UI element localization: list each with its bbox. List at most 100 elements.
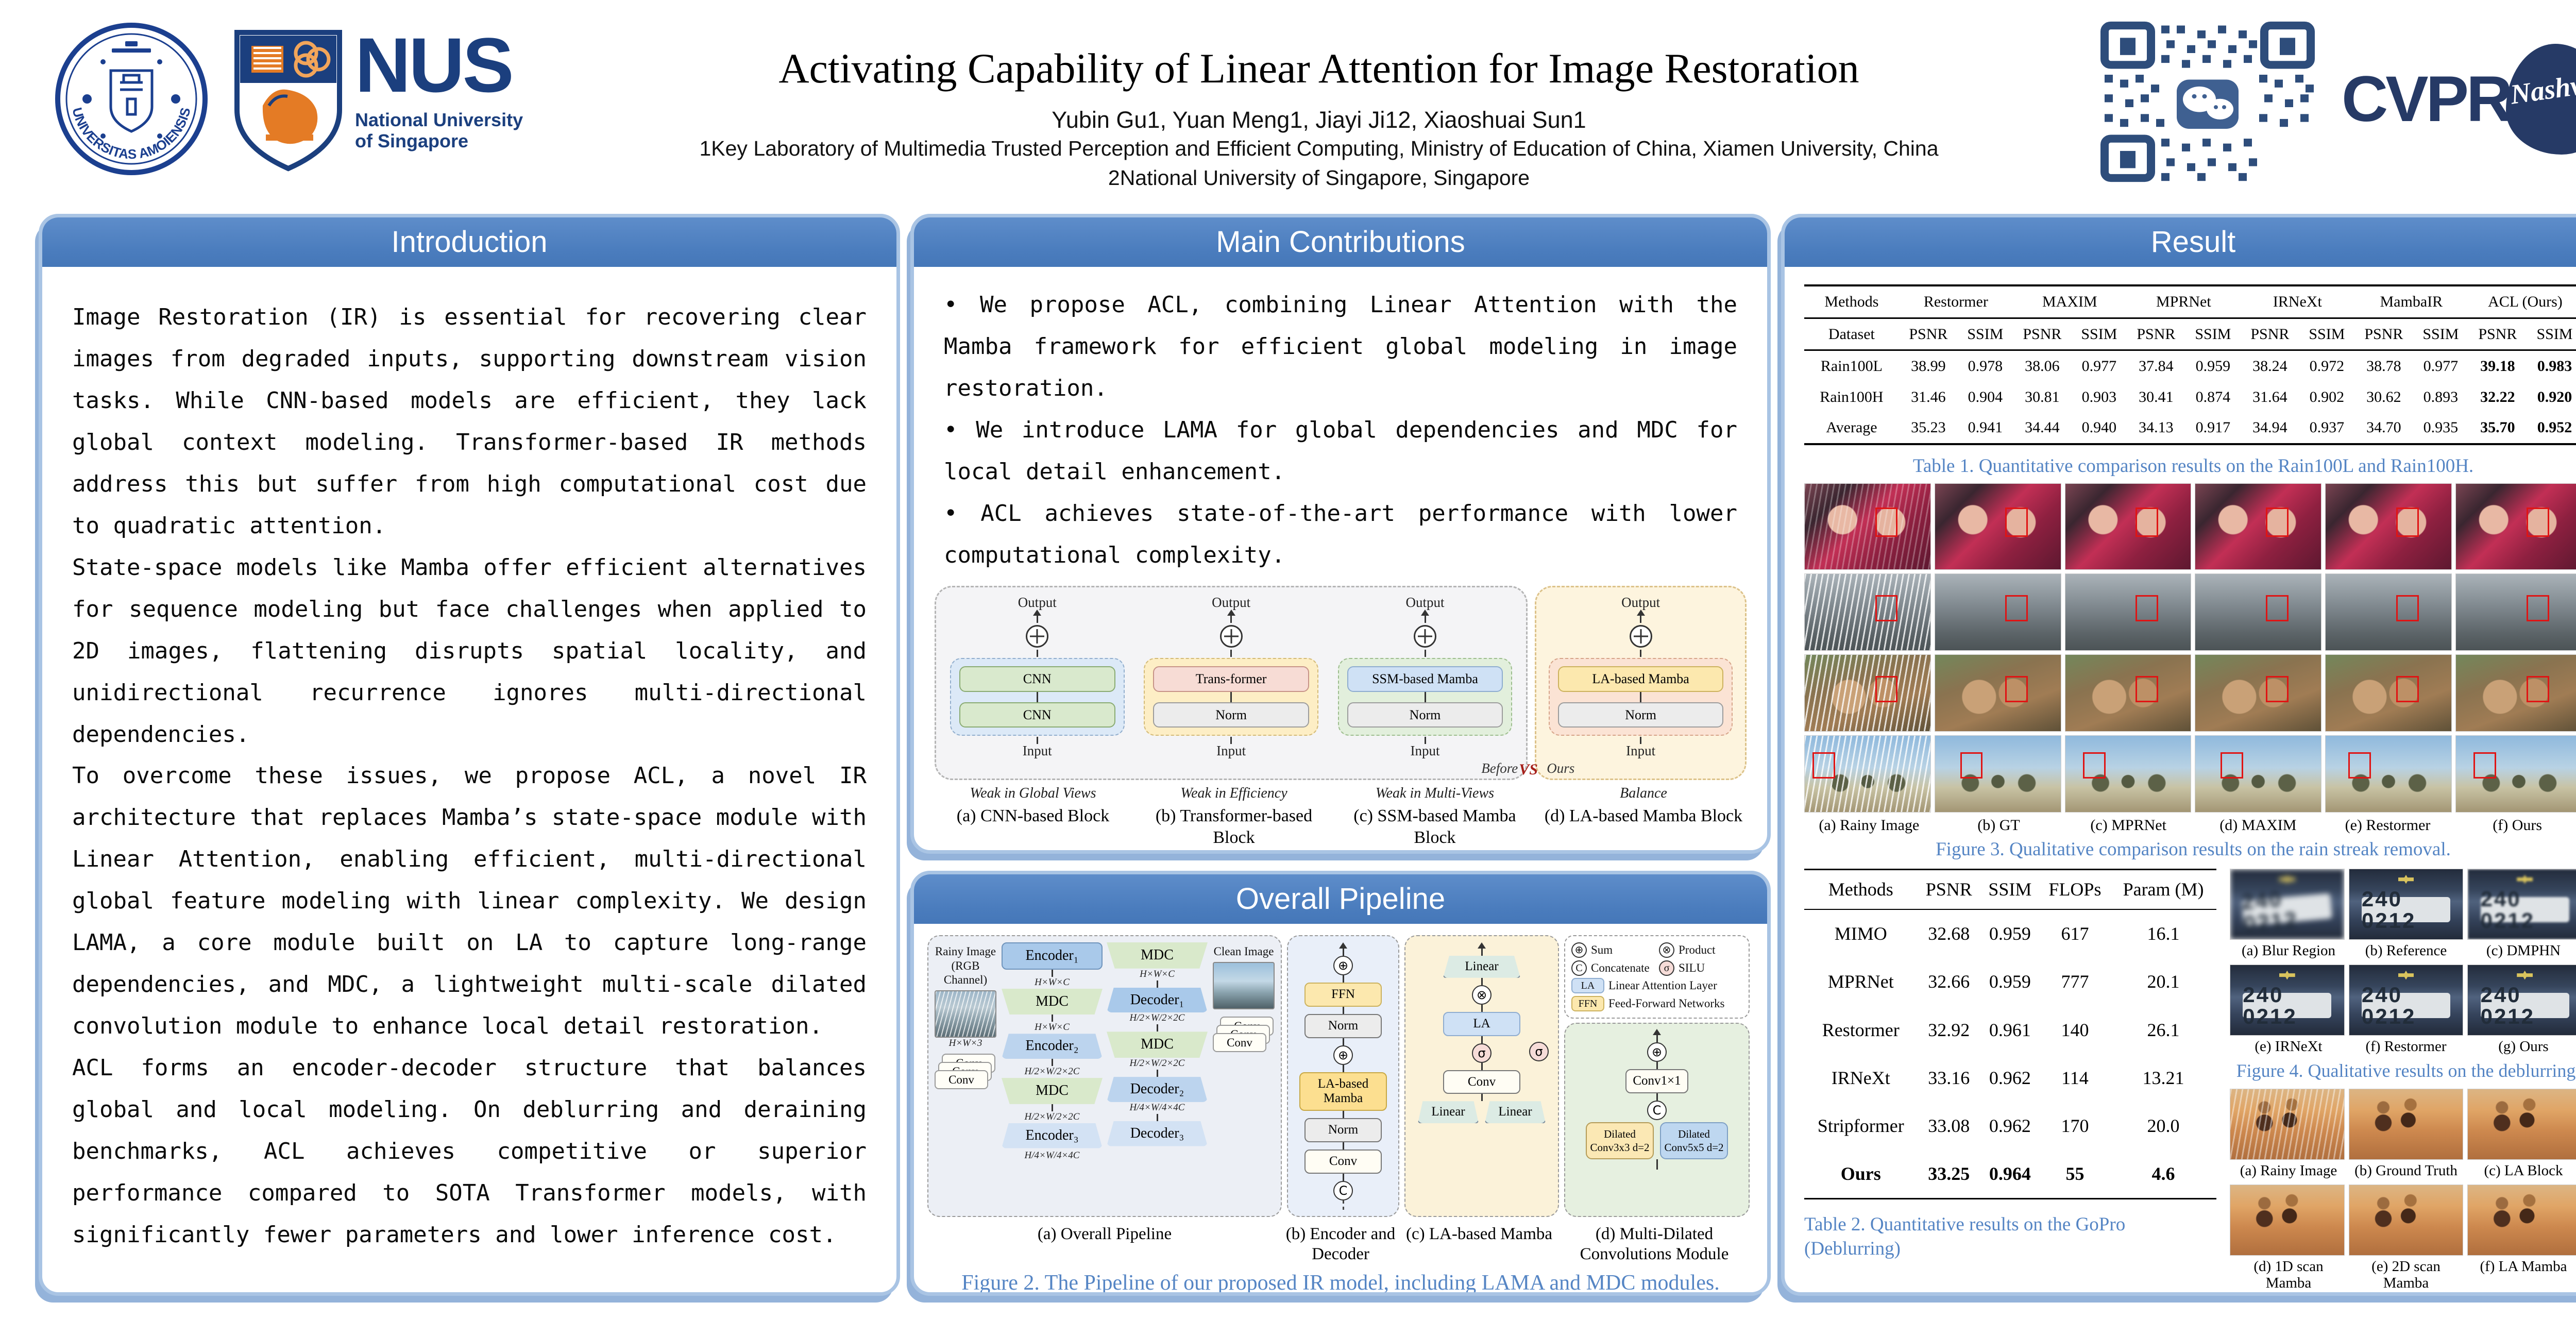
figure5-image <box>2230 1089 2345 1160</box>
license-plate: 240 0212 <box>2243 984 2332 1027</box>
norm-box: Norm <box>1304 1013 1382 1038</box>
dim-label: H/2×W/2×2C <box>1129 1058 1185 1069</box>
license-plate: 240 0212 <box>2480 984 2569 1027</box>
figure1-cnn-block: Output CNN CNN Input <box>950 595 1125 758</box>
figure4-image: 240 0212 <box>2467 964 2576 1036</box>
figure3-image <box>1804 654 1931 732</box>
table-header-cell: MPRNet <box>2126 285 2241 319</box>
decoder1-box: Decoder₁ <box>1107 987 1208 1013</box>
table-row: Methods PSNR SSIM FLOPs Param (M) <box>1804 869 2216 910</box>
table-header-cell: FLOPs <box>2039 869 2111 910</box>
figure3-image <box>2325 735 2452 813</box>
figure4-label: (e) IRNeXt <box>2255 1038 2323 1055</box>
table-header-cell: PSNR <box>2012 318 2072 351</box>
table-header-cell: Methods <box>1804 285 1899 319</box>
legend-silu: SILU <box>1679 961 1705 974</box>
figure3-image <box>1934 735 2061 813</box>
table-cell: 0.941 <box>1968 419 2003 436</box>
encoder3-box: Encoder₃ <box>1002 1123 1103 1148</box>
conv-box: Conv <box>1304 1149 1382 1174</box>
table-cell: 777 <box>2061 971 2089 992</box>
introduction-header: Introduction <box>42 217 896 267</box>
table-header-cell: PSNR <box>2126 318 2185 351</box>
table-cell: 34.94 <box>2252 419 2287 436</box>
figure-5: (a) Rainy Image (b) Ground Truth (c) LA … <box>2230 1089 2576 1292</box>
rainy-image-sublabel: (RGB Channel) <box>943 959 988 987</box>
highlight-box <box>2526 676 2549 702</box>
norm-box: Norm <box>1304 1118 1382 1142</box>
contribution-bullet-1: • We propose ACL, combining Linear Atten… <box>944 292 1737 401</box>
contribution-bullet-2: • We introduce LAMA for global dependenc… <box>944 416 1737 485</box>
table-header-cell: PSNR <box>2468 318 2527 351</box>
table-cell: 20.0 <box>2147 1115 2180 1136</box>
highlight-box <box>2082 752 2106 779</box>
sum-icon: ⊕ <box>1333 956 1353 975</box>
dilated-conv3x3-box: Dilated Conv3x3 d=2 <box>1586 1122 1654 1160</box>
figure3-label: (d) MAXIM <box>2219 816 2297 834</box>
figure2c-caption: (c) LA-based Mamba <box>1405 1224 1553 1243</box>
panel-introduction: Introduction Image Restoration (IR) is e… <box>39 214 900 1296</box>
figure3-image <box>2455 654 2576 732</box>
table-cell: 0.920 <box>2537 388 2572 405</box>
table-cell: 0.959 <box>2195 358 2231 375</box>
table-cell: 34.44 <box>2025 419 2060 436</box>
figure3-label: (f) Ours <box>2493 816 2543 834</box>
dilated-conv5x5-box: Dilated Conv5x5 d=2 <box>1660 1122 1728 1160</box>
transformer-box: Trans-former <box>1153 666 1309 692</box>
figure3-image <box>2195 654 2322 732</box>
nus-line1: National University <box>355 109 523 130</box>
figure3-caption: Figure 3. Qualitative comparison results… <box>1936 838 2451 860</box>
pipeline-header: Overall Pipeline <box>914 874 1767 924</box>
figure1-ssm-block: Output SSM-based Mamba Norm Input <box>1337 595 1513 758</box>
table-cell: 31.64 <box>2252 388 2287 405</box>
table-cell: 0.902 <box>2309 388 2345 405</box>
vs-label: VS <box>1519 761 1538 779</box>
figure5-image <box>2467 1089 2576 1160</box>
table-cell: 0.952 <box>2537 419 2572 436</box>
table-header-cell: SSIM <box>2527 318 2576 351</box>
output-label: Output <box>1212 594 1251 610</box>
clean-image-label: Clean Image <box>1213 945 1274 958</box>
table-cell: 0.959 <box>1989 923 2031 944</box>
figure2c-la-mamba: Linear ⊗ LA σ Conv Linear Linear σ <box>1404 935 1559 1217</box>
legend-ffn: Feed-Forward Networks <box>1608 996 1725 1010</box>
figure2a-overall-pipeline: Rainy Image (RGB Channel) H×W×3 Conv Con… <box>927 935 1282 1217</box>
table-cell: 32.22 <box>2480 388 2515 405</box>
table-cell: 31.46 <box>1911 388 1946 405</box>
table-cell: Stripformer <box>1817 1115 1904 1136</box>
figure3-image <box>2195 483 2322 570</box>
ours-label: Ours <box>1547 760 1575 776</box>
silu-icon: σ <box>1472 1043 1492 1063</box>
highlight-box <box>1960 752 1983 779</box>
table-cell: 0.904 <box>1968 388 2003 405</box>
highlight-box <box>2396 508 2419 537</box>
highlight-box <box>2005 595 2028 621</box>
figure3-image <box>1934 654 2061 732</box>
highlight-box <box>2136 676 2159 702</box>
result-header: Result <box>1785 217 2576 267</box>
dim-label: H/2×W/2×2C <box>1024 1111 1080 1122</box>
sum-icon <box>1629 624 1652 648</box>
table-cell: 0.903 <box>2081 388 2117 405</box>
table-cell: 34.13 <box>2139 419 2174 436</box>
highlight-box <box>2526 508 2549 537</box>
contributions-body: • We propose ACL, combining Linear Atten… <box>914 267 1767 577</box>
nus-logo: NUS National University of Singapore <box>233 22 563 178</box>
cvpr-guitar-icon: Nashville JUNE 11-15, 2025 <box>2506 39 2576 160</box>
nus-acronym: NUS <box>355 22 514 108</box>
table-cell: 0.940 <box>2081 419 2117 436</box>
table-cell: 0.983 <box>2537 358 2572 375</box>
arrow-up-icon <box>1227 609 1235 616</box>
decoder2-box: Decoder₂ <box>1107 1077 1208 1102</box>
figure3-label: (c) MPRNet <box>2090 816 2166 834</box>
highlight-box <box>2005 508 2028 537</box>
figure3-image <box>1804 573 1931 651</box>
legend-sum: Sum <box>1591 943 1613 956</box>
figure4-label: (b) Reference <box>2365 942 2447 959</box>
table-header-cell: SSIM <box>1980 869 2040 910</box>
arrow-up-icon <box>1478 942 1486 949</box>
